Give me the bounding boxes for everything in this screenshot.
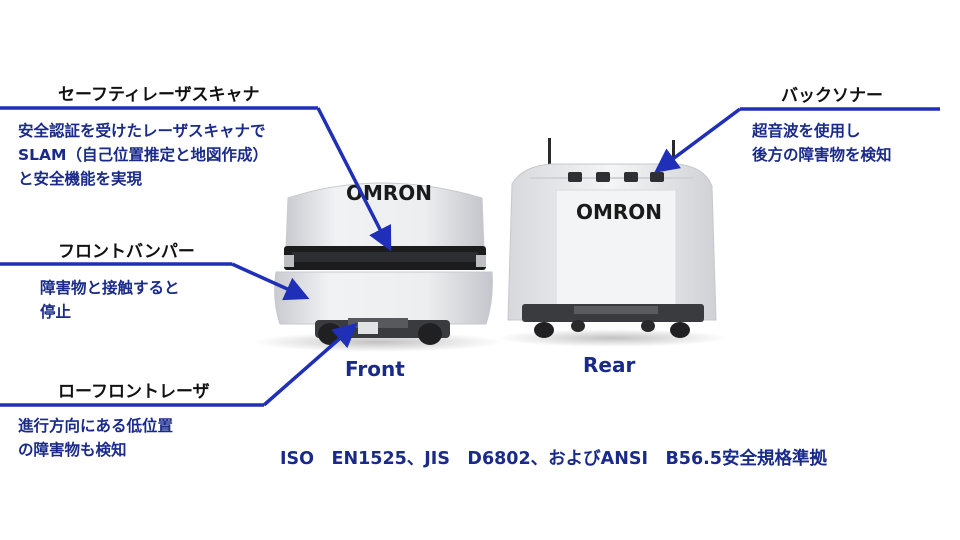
- low-front-laser-leader: [262, 322, 358, 407]
- back-sonar-title: バックソナー: [781, 86, 883, 106]
- safety-standards-note: ISO EN1525、JIS D6802、およびANSI B56.5安全規格準拠: [280, 449, 827, 469]
- front-view-label: Front: [345, 357, 405, 381]
- safety-scanner-title: セーフティレーザスキャナ: [58, 85, 260, 105]
- low-front-laser-description: 進行方向にある低位置 の障害物も検知: [18, 414, 173, 462]
- low-front-laser-line-1: 進行方向にある低位置: [18, 417, 174, 435]
- safety-scanner-line-3: と安全機能を実現: [18, 170, 143, 188]
- front-bumper-leader: [231, 262, 310, 301]
- low-front-laser-title: ローフロントレーザ: [58, 382, 210, 402]
- rear-view-label: Rear: [583, 353, 636, 377]
- safety-scanner-leader: [316, 107, 392, 252]
- back-sonar-description: 超音波を使用し 後方の障害物を検知: [752, 119, 892, 167]
- back-sonar-line-2: 後方の障害物を検知: [752, 146, 892, 164]
- back-sonar-line-1: 超音波を使用し: [752, 122, 861, 140]
- front-bumper-line-1: 障害物と接触すると: [40, 279, 180, 297]
- rear-omron-logo: OMRON: [576, 200, 663, 224]
- safety-scanner-description: 安全認証を受けたレーザスキャナで SLAM（自己位置推定と地図作成） と安全機能…: [18, 119, 268, 191]
- front-bumper-line-2: 停止: [40, 303, 72, 321]
- low-front-laser-line-2: の障害物も検知: [18, 441, 127, 459]
- back-sonar-leader: [654, 107, 742, 173]
- front-bumper-description: 障害物と接触すると 停止: [40, 276, 180, 324]
- safety-scanner-line-2: SLAM（自己位置推定と地図作成）: [18, 146, 268, 164]
- rear-robot: [497, 138, 727, 347]
- safety-scanner-line-1: 安全認証を受けたレーザスキャナで: [18, 122, 266, 140]
- front-bumper-title: フロントバンパー: [58, 242, 195, 262]
